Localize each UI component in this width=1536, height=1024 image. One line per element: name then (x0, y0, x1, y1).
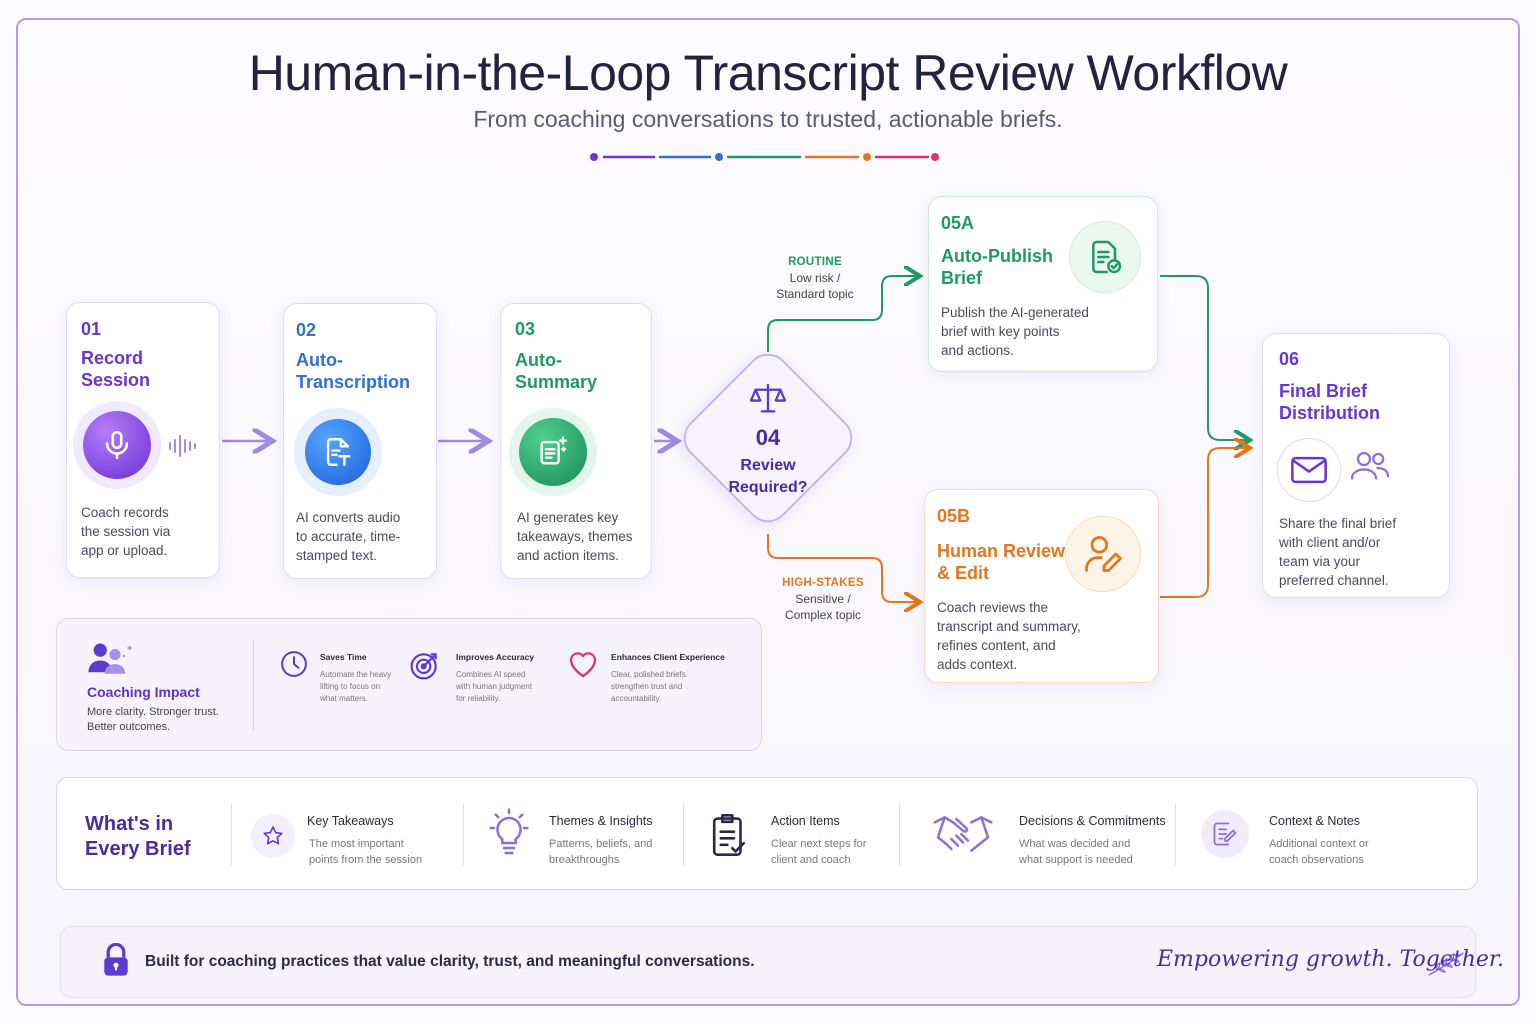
clipboard-check-icon (712, 813, 746, 857)
step-number: 01 (81, 319, 102, 339)
handshake-icon (933, 816, 993, 852)
step-title: Record Session (81, 348, 151, 390)
step-card-final-distribution: 06 Final Brief Distribution Share the fi… (1262, 333, 1450, 598)
benefit-saves-time: Saves Time Automate the heavy lifting to… (279, 649, 391, 703)
step-title: Human Review & Edit (937, 541, 1066, 583)
brief-item-desc: Clear next steps for client and coach (771, 838, 867, 866)
brief-item-desc: What was decided and what support is nee… (1019, 838, 1133, 866)
brief-separator (463, 804, 464, 866)
brief-item-title: Themes & Insights (549, 814, 653, 828)
page-title: Human-in-the-Loop Transcript Review Work… (248, 45, 1288, 101)
impact-title: Coaching Impact (87, 684, 200, 700)
heart-icon (569, 652, 597, 678)
brief-item-themes: Themes & Insights Patterns, beliefs, and… (463, 800, 683, 870)
impact-subtitle: More clarity. Stronger trust. Better out… (87, 706, 219, 733)
brief-item-decisions: Decisions & Commitments What was decided… (899, 800, 1175, 870)
footer-banner: Built for coaching practices that value … (60, 926, 1504, 998)
brief-contents-panel: What's in Every Brief Key Takeaways The … (56, 777, 1478, 890)
notes-icon (1201, 810, 1249, 858)
document-check-icon (1069, 221, 1141, 293)
step-title: Auto-Publish Brief (941, 246, 1053, 288)
benefit-client-experience: Enhances Client Experience Clear, polish… (567, 649, 725, 703)
step-title: Auto- Transcription (296, 350, 411, 392)
brief-item-desc: Additional context or coach observations (1269, 838, 1369, 866)
step-number: 05B (937, 506, 971, 526)
people-icon (88, 643, 132, 674)
step-card-record-session: 01 Record Session Coach records the sess… (66, 302, 220, 578)
high-stakes-branch-label: HIGH-STAKES Sensitive / Complex topic (768, 575, 878, 623)
benefit-improves-accuracy: Improves Accuracy Combines AI speed with… (409, 649, 534, 703)
high-stakes-tag: HIGH-STAKES (782, 577, 864, 589)
impact-separator (253, 639, 254, 731)
target-icon (410, 653, 437, 680)
step-number: 05A (941, 213, 975, 233)
step-title: Final Brief Distribution (1279, 381, 1380, 423)
brief-separator (1175, 804, 1176, 866)
benefit-desc: Combines AI speed with human judgment fo… (456, 670, 533, 703)
step-description: AI generates key takeaways, themes and a… (517, 510, 633, 563)
lock-icon (104, 943, 128, 976)
brief-item-action-items: Action Items Clear next steps for client… (683, 800, 899, 870)
step-card-auto-publish: 05A Auto-Publish Brief Publish the AI-ge… (928, 196, 1158, 372)
benefit-title: Enhances Client Experience (611, 652, 725, 662)
benefit-desc: Automate the heavy lifting to focus on w… (320, 670, 392, 703)
star-icon (251, 814, 295, 858)
step-description: Coach records the session via app or upl… (81, 505, 171, 558)
step-card-auto-summary: 03 Auto- Summary AI generates key takeaw… (500, 303, 652, 579)
icon-ring (73, 401, 161, 489)
brief-title: What's in Every Brief (85, 813, 191, 860)
decision-label: Review Required? (728, 457, 808, 496)
brief-item-title: Key Takeaways (307, 814, 394, 828)
step-card-human-review: 05B Human Review & Edit Coach reviews th… (924, 489, 1159, 683)
brief-separator (231, 804, 232, 866)
microphone-icon (83, 411, 151, 479)
icon-ring (294, 408, 382, 496)
decision-number: 04 (755, 425, 781, 450)
footer-text: Built for coaching practices that value … (145, 953, 755, 970)
brief-item-title: Action Items (771, 814, 840, 828)
brief-separator (899, 804, 900, 866)
benefit-title: Improves Accuracy (456, 652, 535, 662)
step-number: 06 (1279, 349, 1300, 369)
page-subtitle: From coaching conversations to trusted, … (473, 106, 1063, 132)
benefit-desc: Clear, polished briefs strengthen trust … (611, 670, 686, 703)
brief-item-desc: The most important points from the sessi… (309, 838, 423, 866)
decision-content: 04 Review Required? (688, 382, 848, 499)
brief-item-title: Decisions & Commitments (1019, 814, 1166, 828)
summary-sparkle-icon (519, 418, 587, 486)
step-card-auto-transcription: 02 Auto- Transcription AI converts audio… (283, 303, 437, 579)
leaf-sprig-icon (1428, 952, 1464, 976)
step-title: Auto- Summary (515, 350, 598, 392)
step-description: AI converts audio to accurate, time- sta… (296, 510, 401, 563)
clock-icon (281, 651, 307, 677)
brief-item-key-takeaways: Key Takeaways The most important points … (231, 800, 461, 870)
high-stakes-desc: Sensitive / Complex topic (784, 592, 862, 622)
routine-desc: Low risk / Standard topic (776, 271, 854, 301)
user-edit-icon (1065, 516, 1141, 592)
coaching-impact-panel: Coaching Impact More clarity. Stronger t… (56, 618, 762, 751)
step-description: Publish the AI-generated brief with key … (941, 305, 1089, 358)
step-description: Coach reviews the transcript and summary… (937, 600, 1081, 672)
brief-separator (683, 804, 684, 866)
scales-icon (749, 383, 787, 413)
step-number: 03 (515, 319, 536, 339)
brief-item-context-notes: Context & Notes Additional context or co… (1175, 800, 1465, 870)
lightbulb-icon (489, 808, 529, 855)
brief-item-title: Context & Notes (1269, 814, 1361, 828)
audio-wave-icon (169, 435, 196, 457)
color-divider (590, 153, 939, 161)
step-number: 02 (296, 320, 317, 340)
step-description: Share the final brief with client and/or… (1279, 516, 1397, 588)
mail-icon (1277, 438, 1341, 502)
brief-item-desc: Patterns, beliefs, and breakthroughs (549, 838, 653, 866)
team-icon (1350, 451, 1390, 480)
routine-tag: ROUTINE (788, 256, 842, 268)
transcript-icon (305, 419, 371, 485)
benefit-title: Saves Time (320, 652, 367, 662)
icon-ring (509, 408, 597, 496)
routine-branch-label: ROUTINE Low risk / Standard topic (760, 254, 870, 302)
